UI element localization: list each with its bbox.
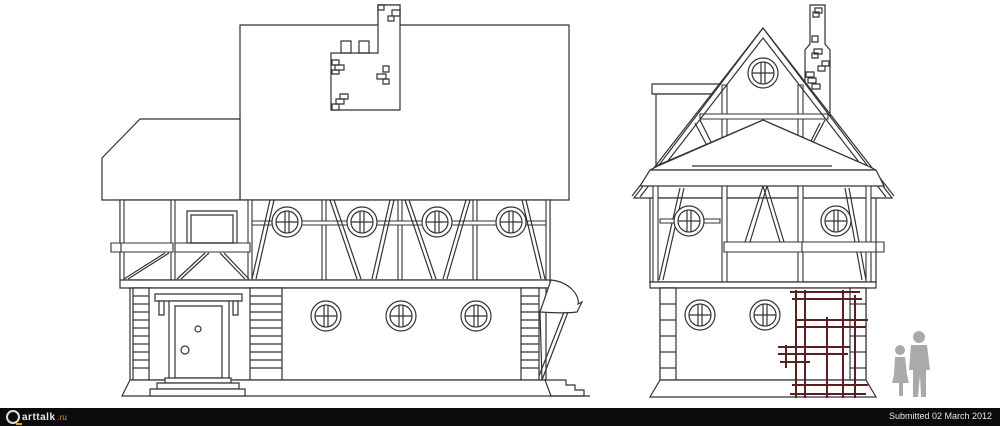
logo-text: arttalk bbox=[22, 411, 56, 423]
site-logo[interactable]: arttalk.ru bbox=[6, 409, 67, 425]
site-footer: arttalk.ru Submitted 02 March 2012 bbox=[0, 408, 1000, 426]
scale-figures bbox=[892, 331, 930, 397]
house-elevations-drawing bbox=[0, 0, 930, 408]
front-steps bbox=[150, 378, 590, 396]
side-roof bbox=[102, 119, 240, 200]
scaffolding bbox=[778, 290, 868, 398]
awning bbox=[540, 280, 582, 313]
child-silhouette bbox=[892, 345, 909, 396]
side-elevation bbox=[632, 5, 930, 398]
upper-round-windows bbox=[272, 207, 526, 237]
submitted-date: Submitted 02 March 2012 bbox=[888, 411, 992, 421]
main-roof bbox=[240, 25, 569, 200]
timber-frame bbox=[111, 200, 550, 280]
front-door bbox=[155, 294, 242, 379]
gable-round-window bbox=[748, 58, 778, 88]
gable-roof-edges bbox=[632, 28, 894, 197]
stone-pillars bbox=[133, 288, 539, 380]
logo-icon bbox=[6, 410, 22, 425]
upper-square-window bbox=[187, 211, 237, 243]
adult-silhouette bbox=[909, 331, 930, 397]
ground-round-windows bbox=[311, 301, 491, 331]
front-elevation bbox=[102, 5, 590, 396]
logo-tld: .ru bbox=[57, 412, 67, 422]
